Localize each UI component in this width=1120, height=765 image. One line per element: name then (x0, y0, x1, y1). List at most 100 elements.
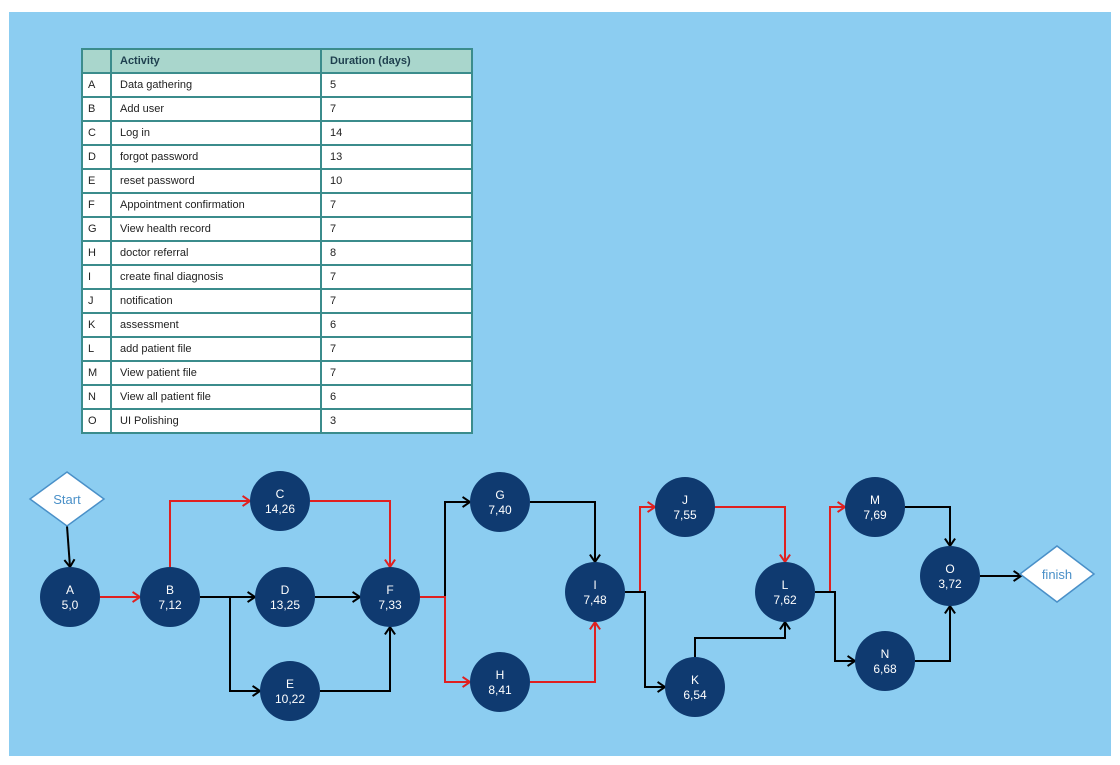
node-values: 7,62 (773, 593, 797, 607)
node-e: E10,22 (260, 661, 320, 721)
node-i: I7,48 (565, 562, 625, 622)
node-f: F7,33 (360, 567, 420, 627)
cell-activity-id: A (81, 72, 112, 98)
edge-f-to-g (420, 496, 472, 598)
edge-a-to-b (100, 591, 142, 603)
node-k: K6,54 (665, 657, 725, 717)
cell-duration: 13 (320, 144, 473, 170)
node-label: E (286, 677, 294, 691)
node-label: F (386, 583, 393, 597)
cell-activity-name: reset password (110, 168, 322, 194)
node-m: M7,69 (845, 477, 905, 537)
node-values: 14,26 (265, 502, 295, 516)
node-values: 10,22 (275, 692, 305, 706)
edge-o-to-finish (980, 570, 1023, 582)
cell-activity-id: O (81, 408, 112, 434)
node-values: 6,54 (683, 688, 707, 702)
start-node: Start (28, 471, 106, 527)
edge-b-to-e (229, 597, 262, 697)
cell-activity-name: doctor referral (110, 240, 322, 266)
edge-e-to-f (320, 625, 396, 692)
node-label: J (682, 493, 688, 507)
cell-duration: 7 (320, 288, 473, 314)
node-values: 7,40 (488, 503, 512, 517)
cell-activity-name: View all patient file (110, 384, 322, 410)
edge-g-to-i (530, 501, 601, 564)
edge-start-to-a (63, 525, 76, 569)
start-node-label: Start (53, 492, 81, 507)
edge-b-to-c (169, 495, 252, 567)
cell-activity-name: Appointment confirmation (110, 192, 322, 218)
node-values: 5,0 (62, 598, 79, 612)
node-b: B7,12 (140, 567, 200, 627)
node-label: C (276, 487, 285, 501)
node-values: 7,12 (158, 598, 182, 612)
node-d: D13,25 (255, 567, 315, 627)
node-label: A (66, 583, 74, 597)
edge-n-to-o (915, 604, 956, 662)
node-label: G (495, 488, 504, 502)
node-label: D (281, 583, 290, 597)
node-label: B (166, 583, 174, 597)
cell-activity-id: N (81, 384, 112, 410)
edge-h-to-i (530, 620, 601, 683)
node-label: O (945, 562, 954, 576)
cell-duration: 6 (320, 384, 473, 410)
cell-activity-id: J (81, 288, 112, 314)
node-label: L (782, 578, 789, 592)
cell-duration: 3 (320, 408, 473, 434)
cell-activity-name: View health record (110, 216, 322, 242)
column-header-id (81, 48, 112, 74)
cell-activity-name: forgot password (110, 144, 322, 170)
cell-duration: 7 (320, 336, 473, 362)
cell-duration: 7 (320, 264, 473, 290)
node-label: M (870, 493, 880, 507)
node-values: 3,72 (938, 577, 962, 591)
column-header-duration: Duration (days) (320, 48, 473, 74)
cell-activity-id: M (81, 360, 112, 386)
node-label: I (593, 578, 596, 592)
arrowhead (1013, 570, 1023, 582)
node-j: J7,55 (655, 477, 715, 537)
node-values: 6,68 (873, 662, 897, 676)
cell-activity-id: E (81, 168, 112, 194)
node-a: A5,0 (40, 567, 100, 627)
node-values: 7,69 (863, 508, 887, 522)
cell-activity-name: UI Polishing (110, 408, 322, 434)
cell-duration: 7 (320, 192, 473, 218)
cell-activity-name: assessment (110, 312, 322, 338)
cell-activity-name: Add user (110, 96, 322, 122)
edge-f-to-h (420, 596, 472, 688)
cell-duration: 7 (320, 96, 473, 122)
cell-activity-id: H (81, 240, 112, 266)
cell-activity-name: create final diagnosis (110, 264, 322, 290)
cell-duration: 10 (320, 168, 473, 194)
node-n: N6,68 (855, 631, 915, 691)
table-header-row: Activity Duration (days) (81, 48, 473, 74)
column-header-activity: Activity (110, 48, 322, 74)
cell-duration: 7 (320, 216, 473, 242)
cell-activity-id: G (81, 216, 112, 242)
cell-activity-id: B (81, 96, 112, 122)
edge-l-to-n (815, 591, 857, 667)
cell-activity-id: I (81, 264, 112, 290)
node-values: 13,25 (270, 598, 300, 612)
cell-activity-id: F (81, 192, 112, 218)
cell-activity-id: L (81, 336, 112, 362)
node-l: L7,62 (755, 562, 815, 622)
edge-c-to-f (310, 500, 396, 569)
cell-activity-id: D (81, 144, 112, 170)
edge-i-to-k (625, 591, 667, 693)
